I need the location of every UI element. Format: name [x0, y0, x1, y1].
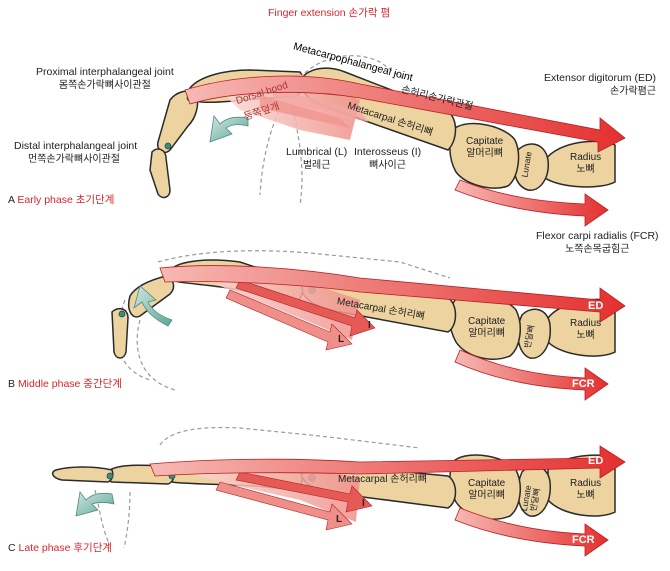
distal-phalanx-c: [51, 466, 114, 483]
interosseus-en: Interosseus (I): [354, 146, 422, 158]
interosseus-muscle-a: [270, 88, 368, 122]
ed-label: Extensor digitorum (ED) 손가락폄근: [544, 72, 656, 98]
flexion-motion-arrow: [209, 114, 249, 143]
pip-joint-en: Proximal interphalangeal joint: [36, 66, 174, 78]
capitate-bone: [449, 122, 520, 189]
capitate-en-b: Capitate: [468, 316, 506, 327]
lumbrical-ko: 벌레근: [302, 160, 331, 171]
dip-joint-ko: 먼쪽손가락뼈사이관절: [28, 154, 120, 165]
dip-joint-label: Distal interphalangeal joint 먼쪽손가락뼈사이관절: [14, 140, 137, 166]
phase-name-c: Late phase 후기단계: [18, 542, 113, 554]
ed-arrow-label-b: ED: [588, 300, 604, 312]
ed-tendon-arrow: [184, 75, 626, 153]
ed-en: Extensor digitorum (ED): [544, 72, 657, 84]
ed-arrow-label-c: ED: [588, 455, 604, 467]
i-arrow-label-b: I: [368, 320, 371, 331]
radius-label-b: Radius 노뼈: [570, 318, 601, 342]
capitate-ko-c: 알머리뼈: [468, 490, 506, 501]
radius-ko-c: 노뼈: [576, 490, 595, 501]
capitate-label-b: Capitate 알머리뼈: [468, 316, 505, 340]
phase-label-c: C Late phase 후기단계: [8, 540, 112, 555]
fcr-arrow-label-b: FCR: [572, 378, 595, 390]
radius-ko-a: 노뼈: [576, 164, 595, 175]
phase-name-b: Middle phase 중간단계: [17, 378, 122, 390]
lumbrical-en: Lumbrical (L): [286, 146, 348, 158]
pip-joint-label: Proximal interphalangeal joint 몸쪽손가락뼈사이관…: [36, 66, 174, 92]
extension-motion-arrow-c: [75, 491, 115, 517]
panel-late-phase: [51, 426, 626, 557]
phase-label-b: B Middle phase 중간단계: [8, 376, 122, 391]
capitate-label-a: Capitate 알머리뼈: [466, 136, 503, 160]
fcr-arrow-label-c: FCR: [572, 534, 595, 546]
interosseus-ko: 뼈사이근: [369, 160, 406, 171]
interosseus-label: Interosseus (I) 뼈사이근: [354, 146, 421, 172]
lumbrical-arrow-b: [225, 289, 353, 351]
fcr-label: Flexor carpi radialis (FCR) 노쪽손목굽힘근: [536, 230, 659, 256]
radius-label-a: Radius 노뼈: [570, 152, 601, 176]
dip-joint-en: Distal interphalangeal joint: [14, 140, 138, 152]
capitate-en-c: Capitate: [468, 478, 506, 489]
l-arrow-label-b: L: [338, 334, 345, 345]
capitate-ko-a: 알머리뼈: [466, 148, 504, 159]
radius-en-b: Radius: [570, 318, 602, 329]
lumbrical-label: Lumbrical (L) 벌레근: [286, 146, 347, 172]
lumbrical-arrow-c: [215, 481, 353, 531]
radius-en-c: Radius: [570, 478, 602, 489]
interosseus-arrow-b: [235, 279, 376, 337]
panel-middle-phase: [111, 250, 626, 401]
phase-letter-b: B: [8, 378, 16, 390]
interosseus-arrow-c: [235, 471, 373, 513]
radius-ko-b: 노뼈: [576, 330, 595, 341]
fcr-ko: 노쪽손목굽힘근: [565, 244, 630, 255]
ghost-finger-outline-c: [94, 426, 421, 549]
i-arrow-label-c: I: [362, 498, 365, 509]
radius-label-c: Radius 노뼈: [570, 478, 601, 502]
figure-title: Finger extension 손가락 폄: [268, 7, 391, 19]
fcr-tendon-arrow-b: [454, 349, 609, 401]
metacarpal-label-c: Metacarpal 손허리뼈: [338, 474, 428, 485]
lunate-bone: [513, 143, 549, 191]
fcr-tendon-arrow-c: [454, 507, 609, 557]
panel-early-phase: [149, 55, 626, 227]
radius-en-a: Radius: [570, 152, 602, 163]
ed-ko: 손가락폄근: [610, 86, 657, 97]
l-arrow-label-c: L: [336, 514, 343, 525]
capitate-en-a: Capitate: [466, 136, 504, 147]
extension-motion-arrow-b: [133, 285, 173, 327]
ed-tendon-arrow-c: [149, 445, 626, 479]
lumbrical-muscle-a: [260, 95, 350, 128]
phase-name-a: Early phase 초기단계: [17, 194, 115, 206]
dorsal-hood-b: [180, 270, 360, 340]
capitate-ko-b: 알머리뼈: [468, 328, 506, 339]
fcr-tendon-arrow: [454, 179, 609, 227]
pip-joint-ko: 몸쪽손가락뼈사이관절: [58, 80, 151, 91]
distal-phalanx: [149, 148, 171, 199]
radius-bone: [544, 140, 616, 188]
distal-phalanx-b: [111, 307, 129, 359]
capitate-label-c: Capitate 알머리뼈: [468, 478, 505, 502]
phase-letter-c: C: [8, 542, 16, 554]
phase-letter-a: A: [8, 194, 15, 206]
fcr-en: Flexor carpi radialis (FCR): [536, 230, 659, 242]
dorsal-hood-c: [170, 466, 360, 522]
ed-tendon-arrow-b: [159, 265, 626, 323]
phase-label-a: A Early phase 초기단계: [8, 192, 114, 207]
